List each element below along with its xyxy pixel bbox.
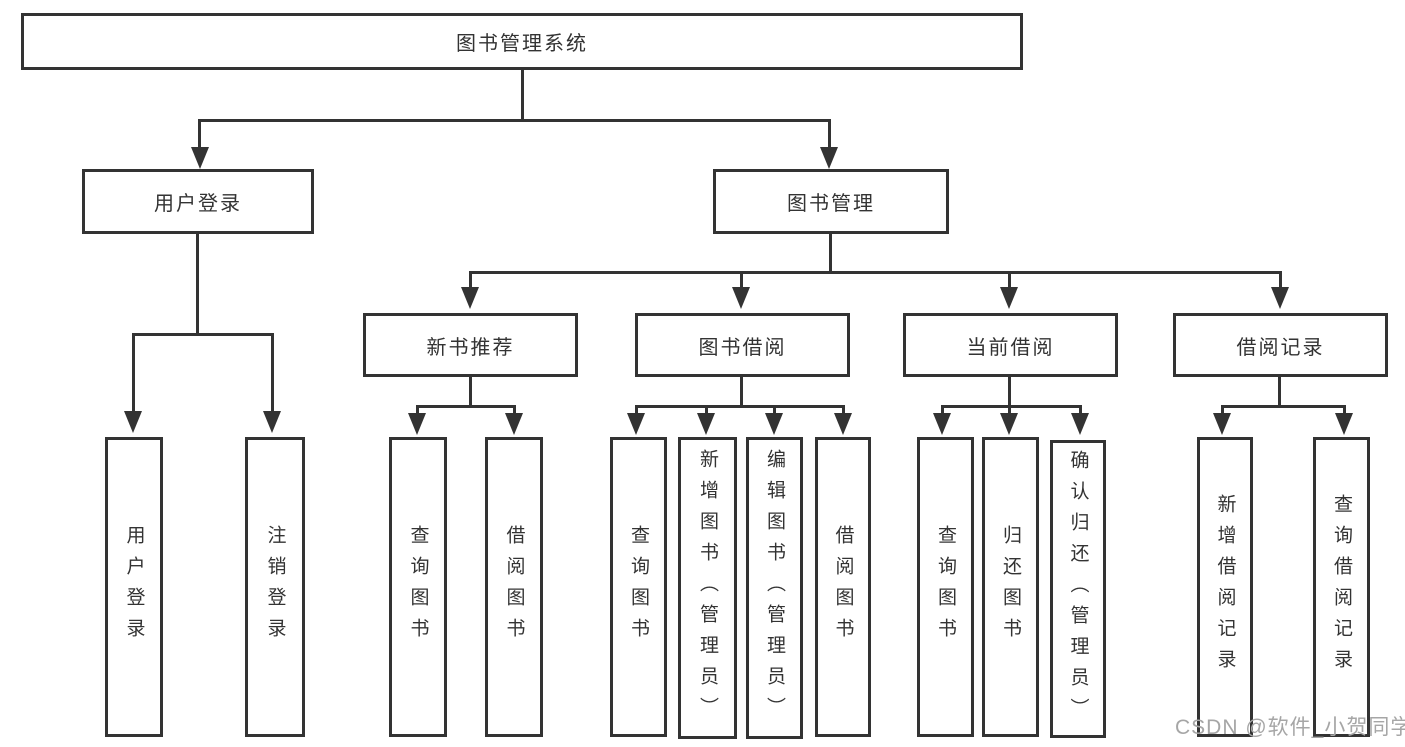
connector-line	[271, 333, 274, 415]
node-user-login: 用户登录	[82, 169, 314, 234]
leaf-borrow-book-2: 借阅图书	[815, 437, 871, 737]
connector-line	[829, 234, 832, 274]
leaf-add-borrow-record-label: 新增借阅记录	[1214, 494, 1236, 680]
arrow-down-icon	[627, 413, 645, 435]
leaf-edit-book-admin-label: 编辑图书（管理员）	[764, 448, 785, 728]
arrow-down-icon	[505, 413, 523, 435]
connector-line	[1079, 405, 1082, 417]
connector-line	[513, 405, 516, 417]
arrow-down-icon	[124, 411, 142, 433]
node-book-borrow-label: 图书借阅	[698, 336, 787, 359]
arrow-down-icon	[1000, 413, 1018, 435]
leaf-user-login: 用户登录	[105, 437, 163, 737]
leaf-return-book-label: 归还图书	[1000, 525, 1021, 649]
connector-line	[469, 271, 472, 291]
arrow-down-icon	[697, 413, 715, 435]
connector-line	[740, 271, 743, 291]
connector-line	[941, 405, 1082, 408]
node-user-login-label: 用户登录	[154, 193, 242, 215]
connector-line	[416, 405, 419, 417]
leaf-query-book-3: 查询图书	[917, 437, 974, 737]
leaf-query-book-3-label: 查询图书	[935, 525, 956, 649]
connector-line	[1278, 377, 1281, 408]
connector-line	[1221, 405, 1224, 417]
leaf-return-book: 归还图书	[982, 437, 1039, 737]
connector-line	[132, 333, 135, 415]
connector-line	[1221, 405, 1346, 408]
leaf-query-borrow-record: 查询借阅记录	[1313, 437, 1370, 737]
connector-line	[196, 233, 199, 336]
node-new-book-recommend-label: 新书推荐	[426, 336, 515, 359]
node-borrow-record: 借阅记录	[1173, 313, 1388, 377]
node-book-management-label: 图书管理	[787, 193, 875, 215]
connector-line	[1008, 271, 1011, 291]
connector-line	[1008, 405, 1011, 417]
connector-line	[1008, 377, 1011, 408]
node-current-borrow-label: 当前借阅	[966, 336, 1055, 359]
arrow-down-icon	[408, 413, 426, 435]
connector-line	[132, 333, 274, 336]
node-new-book-recommend: 新书推荐	[363, 313, 578, 377]
node-root-system: 图书管理系统	[21, 13, 1023, 70]
node-current-borrow: 当前借阅	[903, 313, 1118, 377]
arrow-down-icon	[263, 411, 281, 433]
leaf-query-book-2: 查询图书	[610, 437, 667, 737]
arrow-down-icon	[461, 287, 479, 309]
arrow-down-icon	[1000, 287, 1018, 309]
leaf-confirm-return-admin-label: 确认归还（管理员）	[1067, 449, 1089, 729]
node-book-management: 图书管理	[713, 169, 949, 234]
arrow-down-icon	[1071, 413, 1089, 435]
leaf-borrow-book-1: 借阅图书	[485, 437, 543, 737]
connector-line	[521, 69, 524, 120]
leaf-add-book-admin: 新增图书（管理员）	[678, 437, 737, 739]
watermark-text: CSDN @软件_小贺同学	[1175, 716, 1405, 739]
connector-line	[705, 405, 708, 417]
leaf-confirm-return-admin: 确认归还（管理员）	[1050, 440, 1106, 738]
connector-line	[198, 119, 201, 151]
connector-line	[469, 271, 1282, 274]
leaf-borrow-book-1-label: 借阅图书	[503, 525, 525, 649]
connector-line	[828, 119, 831, 151]
arrow-down-icon	[1271, 287, 1289, 309]
connector-line	[740, 377, 743, 408]
leaf-query-book-1-label: 查询图书	[407, 525, 429, 649]
node-root-label: 图书管理系统	[456, 33, 588, 55]
leaf-query-book-1: 查询图书	[389, 437, 447, 737]
leaf-borrow-book-2-label: 借阅图书	[832, 525, 854, 649]
arrow-down-icon	[1335, 413, 1353, 435]
arrow-down-icon	[191, 147, 209, 169]
arrow-down-icon	[933, 413, 951, 435]
connector-line	[416, 405, 516, 408]
connector-line	[842, 405, 845, 417]
connector-line	[635, 405, 638, 417]
leaf-edit-book-admin: 编辑图书（管理员）	[746, 437, 803, 739]
connector-line	[1279, 271, 1282, 291]
leaf-add-borrow-record: 新增借阅记录	[1197, 437, 1253, 737]
arrow-down-icon	[820, 147, 838, 169]
leaf-add-book-admin-label: 新增图书（管理员）	[697, 448, 718, 728]
leaf-query-borrow-record-label: 查询借阅记录	[1331, 494, 1352, 680]
arrow-down-icon	[834, 413, 852, 435]
node-borrow-record-label: 借阅记录	[1236, 336, 1325, 359]
connector-line	[198, 119, 831, 122]
leaf-logout-label: 注销登录	[264, 525, 286, 649]
leaf-query-book-2-label: 查询图书	[628, 525, 649, 649]
arrow-down-icon	[1213, 413, 1231, 435]
connector-line	[1343, 405, 1346, 417]
connector-line	[635, 405, 845, 408]
arrow-down-icon	[732, 287, 750, 309]
connector-line	[469, 377, 472, 408]
leaf-user-login-label: 用户登录	[123, 525, 145, 649]
leaf-logout: 注销登录	[245, 437, 305, 737]
connector-line	[941, 405, 944, 417]
arrow-down-icon	[765, 413, 783, 435]
connector-line	[773, 405, 776, 417]
node-book-borrow: 图书借阅	[635, 313, 850, 377]
